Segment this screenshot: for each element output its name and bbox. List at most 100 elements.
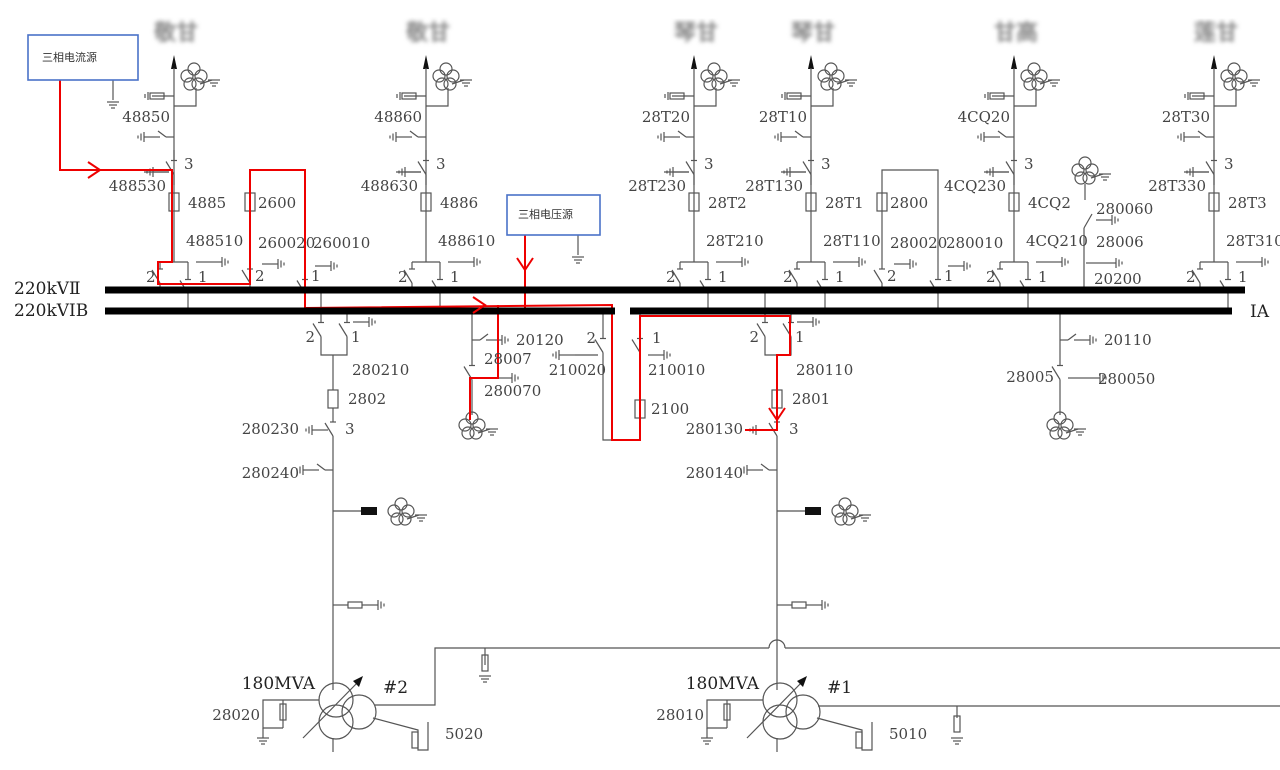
pt-cvt-icon [1065, 428, 1079, 434]
ground-3-label: 488530 [109, 177, 166, 195]
feeder-cvt-icon [1239, 79, 1253, 85]
tx-cvt-icon [406, 514, 420, 520]
feeder-cvt-icon [199, 79, 213, 85]
feeder-cvt-icon [719, 79, 733, 85]
feeder-breaker[interactable] [420, 192, 432, 212]
tx-ground-3-label: 280130 [686, 420, 743, 438]
pt-cvt-icon [1053, 411, 1067, 425]
pt-cvt-icon [1085, 163, 1099, 177]
trace-arrow-icon [472, 296, 487, 314]
bus-ii-disconnect [671, 269, 681, 284]
ground-1-label: 488510 [186, 232, 243, 250]
tx-neutral-label: 28020 [212, 706, 260, 724]
bus-tie-ground-1-label: 210010 [648, 361, 705, 379]
feeder-breaker[interactable] [168, 192, 180, 212]
pt-fuse-icon [669, 92, 685, 100]
pos-label: 2 [783, 268, 793, 286]
pos-label: 3 [436, 155, 446, 173]
line-disconnect-3 [417, 161, 427, 175]
coupler-ground-2-label: 280020 [890, 234, 947, 252]
feeder-cvt-icon [836, 79, 850, 85]
tx-breaker[interactable] [327, 389, 339, 409]
tx-neutral-label: 28010 [656, 706, 704, 724]
tx-cvt-icon [387, 504, 401, 518]
pt-fuse-icon [401, 92, 417, 100]
breaker-label: 28T2 [708, 194, 747, 212]
feeder-cvt-icon [1231, 77, 1245, 91]
pt-fuse-icon [149, 92, 165, 100]
tx-ground-4-label: 280140 [686, 464, 743, 482]
tx-cvt-icon [390, 512, 404, 526]
ground-1-label: 28T310 [1226, 232, 1280, 250]
tap-changer-arrow-icon [797, 676, 807, 687]
tx-ground-4 [316, 463, 326, 471]
wire [764, 348, 792, 356]
coupler-loop [881, 169, 939, 262]
pos-label: 1 [1038, 268, 1048, 286]
transformer-winding-icon [318, 682, 354, 718]
pos-label: 2 [749, 328, 759, 346]
feeder-breaker[interactable] [1208, 192, 1220, 212]
line-disconnect-3 [802, 161, 812, 175]
feeder-cvt-icon [1031, 77, 1045, 91]
pt-disconnect-label: 28007 [484, 350, 532, 368]
pos-label: 3 [1024, 155, 1034, 173]
neutral-resistor-icon [279, 703, 287, 721]
pos-label: 3 [821, 155, 831, 173]
pt-cvt-icon [1049, 426, 1063, 440]
feeder-cvt-icon [820, 77, 834, 91]
wire [320, 348, 348, 356]
pt-cvt-icon [1090, 173, 1104, 179]
bus-tie-disconnect-2 [594, 339, 604, 353]
tx-cvt-icon [842, 512, 856, 526]
line-ground-label: 4CQ20 [958, 108, 1010, 126]
pos-label: 2 [146, 268, 156, 286]
pt-ground-a-label: 20110 [1104, 331, 1152, 349]
tx-ground-1-label: 280110 [796, 361, 853, 379]
feeder-cvt-icon [1220, 69, 1234, 83]
breaker-label: 4886 [440, 194, 478, 212]
feeder-cvt-icon [191, 77, 205, 91]
feeder-arrow-icon [423, 55, 429, 69]
feeder-breaker[interactable] [688, 192, 700, 212]
ground-3-label: 488630 [361, 177, 418, 195]
pos-label: 2 [586, 329, 596, 347]
feeder-arrow-icon [171, 55, 177, 69]
coupler-ground-1-label: 260010 [313, 234, 370, 252]
tx-breaker-label: 2802 [348, 390, 386, 408]
line-ground-label: 28T10 [759, 108, 807, 126]
line-disconnect-3 [1205, 161, 1215, 175]
feeder-breaker[interactable] [805, 192, 817, 212]
ct-block-icon [361, 507, 377, 515]
bus-ii-disconnect [403, 269, 413, 284]
tx-lv-label: 5010 [889, 725, 927, 743]
current-source-box[interactable] [27, 34, 139, 81]
tx-cvt-icon [845, 504, 859, 518]
ct-block-icon [805, 507, 821, 515]
pt-ground-switch-a [479, 333, 489, 341]
pt-cvt-icon [1082, 171, 1096, 185]
voltage-source-box[interactable] [506, 194, 601, 236]
pt-ground-b-label: 280070 [484, 382, 541, 400]
coupler-disconnect-2 [873, 269, 883, 284]
pos-label: 1 [198, 268, 208, 286]
bus-ii-label: 220kVⅡ [14, 279, 81, 299]
voltage-source-label: 三相电压源 [518, 207, 573, 221]
pos-label: 3 [345, 420, 355, 438]
coupler-breaker[interactable] [876, 192, 888, 212]
tx-ground-3-label: 280230 [242, 420, 299, 438]
current-source-label: 三相电流源 [42, 50, 97, 64]
coupler-disconnect-2 [241, 269, 251, 284]
feeder-cvt-icon [1023, 77, 1037, 91]
feeder-cvt-icon [1034, 69, 1048, 83]
cvt-tap [1014, 88, 1037, 107]
feeder-cvt-icon [824, 62, 838, 76]
pt-disconnect-label: 28005 [1006, 368, 1054, 386]
tx-disconnect-2 [312, 323, 322, 337]
feeder-breaker[interactable] [1008, 192, 1020, 212]
pt-ground-switch-a [1067, 333, 1077, 341]
feeder-cvt-icon [711, 77, 725, 91]
transformer-winding-icon [762, 682, 798, 718]
tx-lv-label: 5020 [445, 725, 483, 743]
pos-label: 3 [789, 420, 799, 438]
